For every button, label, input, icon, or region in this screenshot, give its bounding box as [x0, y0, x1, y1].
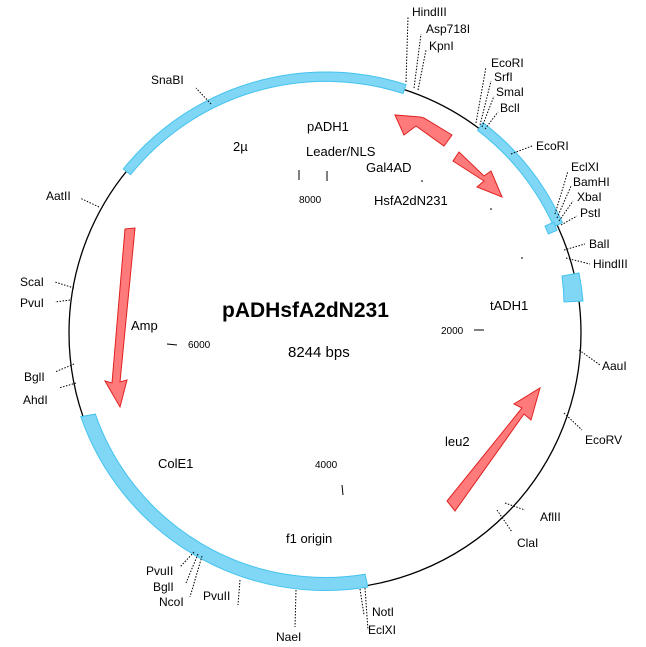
site-pvuii-bottom: PvuII — [203, 589, 230, 603]
feature-leader-nls: Leader/NLS — [306, 144, 376, 159]
leader-bgli-bottom — [185, 553, 199, 584]
restriction-site-labels: HindIII Asp718I KpnI EcoRI SrfI SmaI Bcl… — [20, 5, 628, 644]
plasmid-size: 8244 bps — [288, 344, 350, 361]
leader-ecori-top — [475, 66, 487, 124]
feature-2micron: 2µ — [233, 139, 248, 154]
leader-asp718i — [413, 33, 422, 89]
site-pvuii-left: PvuII — [146, 564, 173, 578]
band-f1-coli — [80, 413, 369, 591]
leader-pvuii-bottom — [237, 579, 241, 606]
tick-label-6000: 6000 — [188, 340, 211, 351]
band-2micron — [122, 71, 407, 176]
site-ecori-2: EcoRI — [536, 139, 569, 153]
leader-xbai — [558, 200, 574, 222]
leader-aflii — [504, 502, 526, 511]
tick-mark-4000 — [341, 484, 344, 496]
leader-kpni — [417, 49, 427, 91]
position-tick-labels: 2000 4000 6000 8000 — [188, 195, 464, 471]
site-aflii: AflII — [540, 510, 561, 524]
leader-eclxi-top — [554, 170, 569, 215]
site-ecorv: EcoRV — [585, 433, 622, 447]
leader-ecorv — [563, 412, 583, 431]
site-hindiii-right: HindIII — [593, 257, 628, 271]
leader-ncoi — [189, 555, 203, 598]
tick-mark-6000 — [166, 343, 178, 346]
leader-noti — [364, 587, 369, 631]
site-xbai: XbaI — [577, 190, 602, 204]
site-asp718i: Asp718I — [426, 22, 470, 36]
leader-clai — [496, 509, 513, 533]
tick-label-2000: 2000 — [441, 326, 464, 337]
leader-bcli — [484, 111, 499, 130]
site-ncoi: NcoI — [159, 595, 184, 609]
feature-arrows — [103, 114, 541, 512]
feature-cole1: ColE1 — [158, 456, 193, 471]
feature-leu2: leu2 — [445, 434, 470, 449]
site-snabi: SnaBI — [151, 73, 184, 87]
site-srfi: SrfI — [494, 70, 513, 84]
site-bgli-bottom: BglI — [153, 580, 174, 594]
site-bamhi: BamHI — [573, 175, 610, 189]
site-scai: ScaI — [20, 275, 44, 289]
band-tadh1 — [561, 272, 584, 303]
feature-f1-origin: f1 origin — [286, 531, 332, 546]
restriction-site-leaders — [54, 16, 601, 631]
site-eclxi-bottom: EclXI — [368, 623, 396, 637]
arrow-amp — [103, 227, 136, 409]
minor-ticks — [326, 171, 523, 259]
site-psti: PstI — [580, 206, 601, 220]
site-ahdi: AhdI — [23, 393, 48, 407]
site-bgli-left: BglI — [24, 370, 45, 384]
feature-tadh1: tADH1 — [490, 298, 528, 313]
leader-smai — [481, 95, 495, 128]
leader-naei — [294, 589, 297, 628]
site-aatii: AatII — [46, 189, 71, 203]
leader-eclxi-bottom — [359, 588, 365, 616]
site-kpni: KpnI — [429, 39, 454, 53]
position-tick-marks — [166, 170, 484, 496]
site-hindiii-top: HindIII — [412, 5, 447, 19]
site-bcli: BclI — [500, 101, 520, 115]
site-pvui: PvuI — [20, 296, 44, 310]
site-bali: BalI — [589, 237, 610, 251]
arrow-leu2 — [446, 386, 541, 512]
site-smai: SmaI — [496, 85, 524, 99]
arrow-pADH1 — [394, 114, 453, 147]
leader-snabi — [195, 87, 212, 105]
leader-scai — [54, 281, 75, 289]
feature-bands — [80, 71, 584, 591]
leader-hindiii-right — [565, 257, 591, 265]
feature-gal4ad: Gal4AD — [366, 160, 412, 175]
leader-bali — [563, 243, 586, 251]
leader-aaui — [578, 349, 601, 366]
plasmid-name: pADHsfA2dN231 — [222, 299, 389, 322]
site-eclxi-top: EclXI — [571, 160, 599, 174]
site-noti: NotI — [372, 605, 394, 619]
feature-padh1: pADH1 — [307, 119, 349, 134]
leader-pvuii-left — [179, 551, 195, 568]
band-cloning-region — [476, 121, 564, 228]
band-small-1 — [544, 221, 558, 235]
leader-ecori-2 — [510, 145, 533, 155]
feature-hsfa2dn231: HsfA2dN231 — [374, 193, 448, 208]
feature-labels: 2µ pADH1 Leader/NLS Gal4AD HsfA2dN231 tA… — [131, 119, 528, 546]
site-clai: ClaI — [517, 536, 538, 550]
site-aaui: AauI — [602, 359, 627, 373]
site-ecori-top: EcoRI — [491, 56, 524, 70]
arrow-gal4ad — [452, 151, 503, 198]
leader-aatii — [79, 197, 100, 208]
site-naei: NaeI — [276, 630, 301, 644]
tick-label-4000: 4000 — [315, 460, 338, 471]
leader-pvui — [54, 299, 71, 303]
leader-bgli-left — [54, 363, 75, 373]
leader-psti — [560, 215, 578, 226]
leader-hindiii-top — [405, 16, 409, 83]
tick-label-8000: 8000 — [299, 195, 322, 206]
feature-amp: Amp — [131, 318, 158, 333]
